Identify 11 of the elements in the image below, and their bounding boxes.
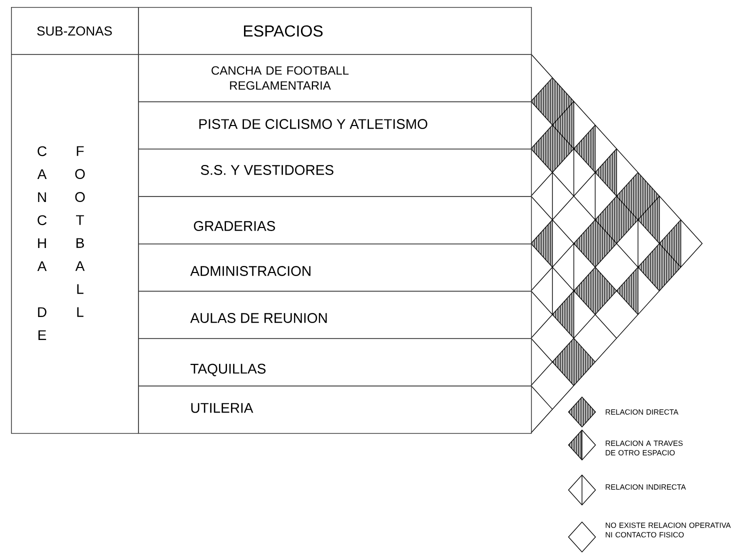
space-cell: GRADERIAS xyxy=(138,196,532,244)
table-header-cell: SUB-ZONAS xyxy=(11,7,139,55)
space-cell: AULAS DE REUNION xyxy=(138,290,532,340)
table-header-cell: ESPACIOS xyxy=(138,7,532,55)
space-cell: PISTA DE CICLISMO Y ATLETISMO xyxy=(138,101,532,150)
space-cell: TAQUILLAS xyxy=(138,338,532,386)
sub-zone-cell: CANCHA DE FOOTBALL xyxy=(11,54,139,434)
space-cell: UTILERIA xyxy=(138,386,532,434)
space-cell: ADMINISTRACION xyxy=(138,244,532,292)
space-cell: CANCHA DE FOOTBALL REGLAMENTARIA xyxy=(138,54,532,102)
space-cell: S.S. Y VESTIDORES xyxy=(138,148,532,197)
